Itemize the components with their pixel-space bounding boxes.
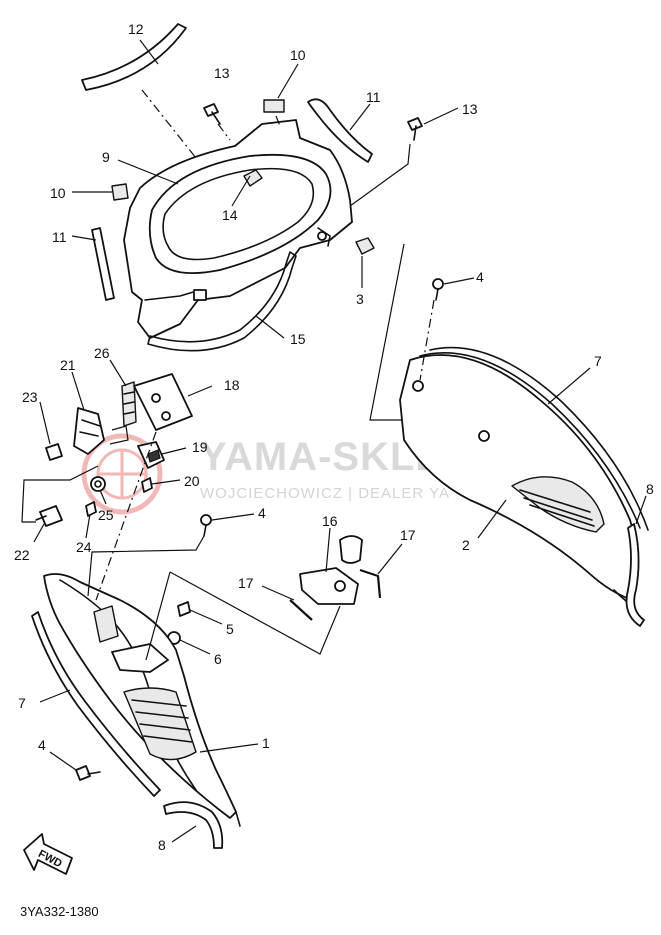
part-24-screw [85,501,97,517]
callout-5: 5 [226,621,234,637]
part-8-trim-left [163,801,224,849]
callout-20: 20 [184,473,200,489]
callout-17-left: 17 [238,575,254,591]
callout-18: 18 [224,377,240,393]
part-25-washer [90,476,106,492]
part-23-nut [45,443,63,461]
part-2-side-cover-right [399,346,649,605]
part-7-trim-left [31,611,161,797]
part-4-screw-upper-right [432,278,444,301]
part-1-side-cover-left [43,573,241,827]
callout-10-top: 10 [290,47,306,63]
part-3-nut [355,237,375,255]
callout-25: 25 [98,507,114,523]
part-13-screw-right [407,117,423,141]
part-9-meter-cover [123,119,353,339]
callout-21: 21 [60,357,76,373]
callout-4-middle: 4 [258,505,266,521]
diagram-code: 3YA332-1380 [20,904,99,919]
part-26-rubber [121,381,137,427]
part-17-spring-left [289,599,313,621]
callout-7-right: 7 [594,353,602,369]
part-17-spring-right [359,568,382,599]
callout-13-left: 13 [214,65,230,81]
part-10-clip-left [111,183,129,201]
callout-8-left: 8 [158,837,166,853]
callout-22: 22 [14,547,30,563]
callout-24: 24 [76,539,92,555]
callout-4-upper-right: 4 [476,269,484,285]
callout-14: 14 [222,207,238,223]
callout-23: 23 [22,389,38,405]
callout-1: 1 [262,735,270,751]
part-10-clip-top [263,99,285,113]
callout-17-right: 17 [400,527,416,543]
callout-9: 9 [102,149,110,165]
part-11-strip-right [307,98,373,163]
watermark-subtitle: WOJCIECHOWICZ | DEALER YA [200,485,450,502]
part-20-screw [141,477,153,493]
callout-16: 16 [322,513,338,529]
callout-6: 6 [214,651,222,667]
connection-lines [21,89,435,661]
callout-15: 15 [290,331,306,347]
leader-lines [33,39,647,843]
part-22-bolt [35,505,63,527]
callout-11-left: 11 [52,229,67,245]
callout-3: 3 [356,291,364,307]
callout-2: 2 [462,537,470,553]
callout-10-left: 10 [50,185,66,201]
callout-8-right: 8 [646,481,654,497]
part-5-screw [177,601,191,617]
part-13-screw-left [203,103,221,125]
part-19-latch [137,441,165,469]
fwd-arrow: FWD [23,833,73,875]
part-4-screw-middle [200,514,212,537]
part-4-screw-lower-left [75,765,101,781]
part-21-hinge [73,407,105,455]
callouts: 12 10 13 11 13 9 10 14 11 4 3 15 26 7 21… [14,21,654,853]
callout-19: 19 [192,439,208,455]
callout-7-left: 7 [18,695,26,711]
callout-12: 12 [128,21,144,37]
part-8-trim-right [625,523,645,627]
part-12-strip [81,23,187,91]
watermark-logo [81,433,163,515]
callout-26: 26 [94,345,110,361]
part-16-lock-bracket [299,535,363,605]
part-18-plate [133,373,193,431]
callout-4-lower-left: 4 [38,737,46,753]
callout-13-right: 13 [462,101,478,117]
part-15-gasket [147,251,297,352]
part-11-strip-left [91,227,115,301]
callout-11-right: 11 [366,89,381,105]
